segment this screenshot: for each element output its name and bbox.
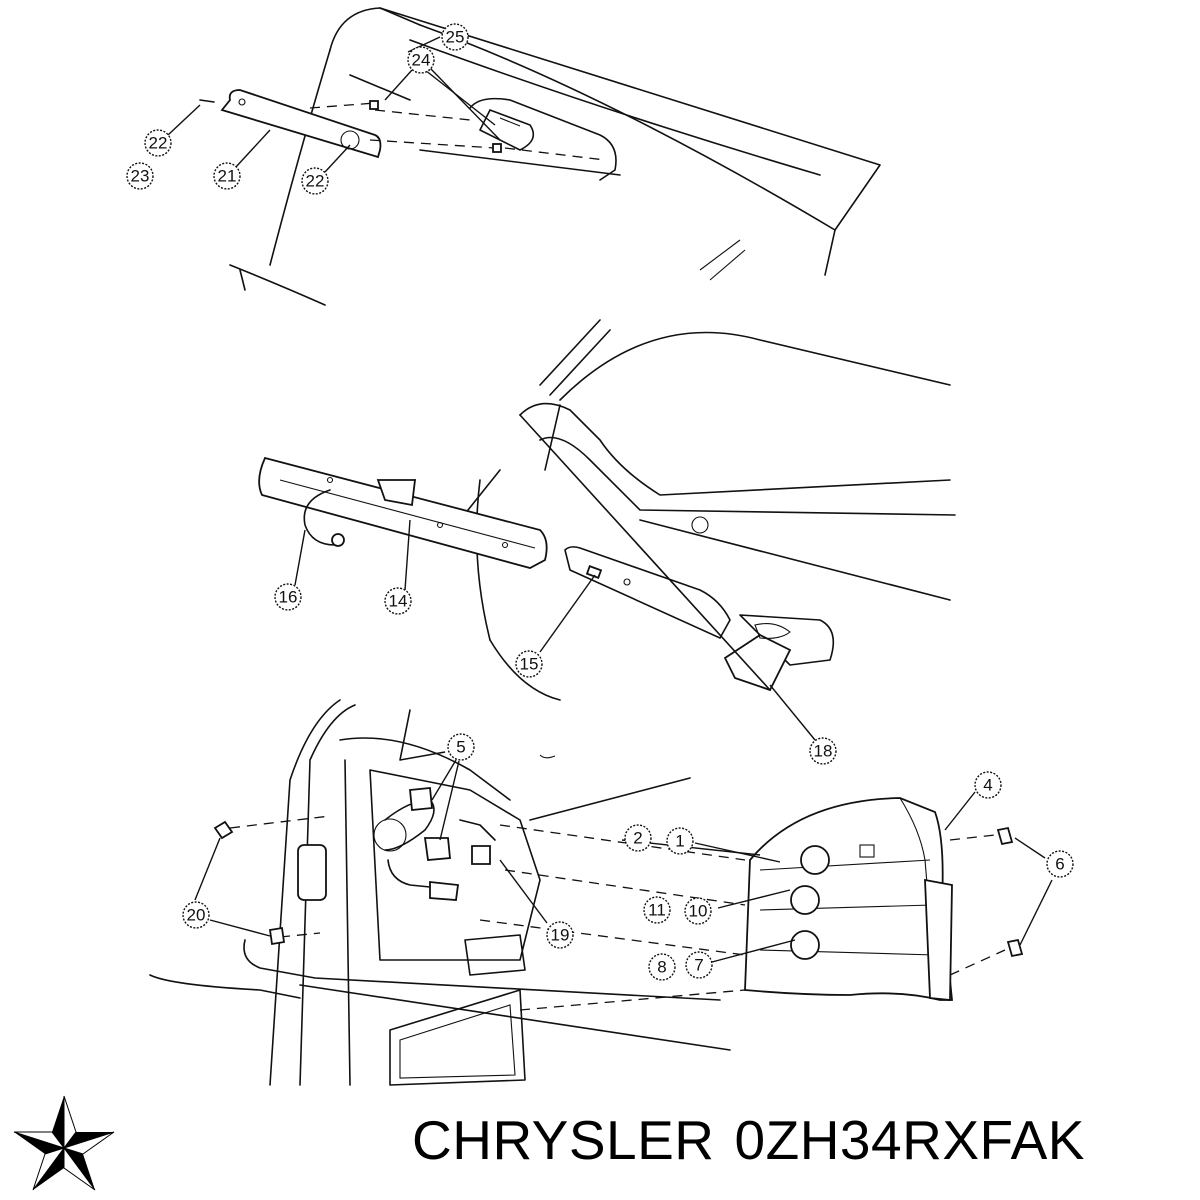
svg-text:1: 1 (675, 832, 684, 851)
callout-11: 11 (643, 896, 671, 924)
svg-text:14: 14 (389, 592, 408, 611)
callout-4: 4 (974, 771, 1002, 799)
tail-lamp-assembly (744, 797, 953, 1001)
leader-lines (167, 36, 1053, 963)
callout-8: 8 (648, 953, 676, 981)
callout-10: 10 (684, 897, 712, 925)
part-caption: CHRYSLER 0ZH34RXFAK (412, 1108, 1192, 1180)
part-number: 0ZH34RXFAK (734, 1109, 1085, 1171)
svg-text:21: 21 (218, 167, 237, 186)
svg-text:2: 2 (633, 829, 642, 848)
svg-text:23: 23 (131, 167, 150, 186)
callout-6: 6 (1046, 850, 1074, 878)
svg-text:19: 19 (551, 926, 570, 945)
chrysler-pentastar-icon (13, 1095, 115, 1191)
callout-7: 7 (685, 951, 713, 979)
svg-text:10: 10 (689, 902, 708, 921)
svg-text:15: 15 (520, 655, 539, 674)
callout-18: 18 (809, 737, 837, 765)
callout-2: 2 (624, 824, 652, 852)
svg-text:24: 24 (412, 51, 431, 70)
svg-text:16: 16 (279, 588, 298, 607)
callout-22-upper: 22 (144, 129, 172, 157)
svg-text:5: 5 (456, 738, 465, 757)
svg-text:8: 8 (657, 958, 666, 977)
callout-20: 20 (182, 901, 210, 929)
callout-1: 1 (666, 827, 694, 855)
brand-name: CHRYSLER (412, 1109, 715, 1171)
svg-text:20: 20 (187, 906, 206, 925)
callout-5: 5 (447, 733, 475, 761)
svg-text:25: 25 (446, 28, 465, 47)
svg-text:22: 22 (149, 134, 168, 153)
svg-text:11: 11 (648, 901, 666, 920)
liftgate-middle-section (258, 319, 956, 701)
callout-19: 19 (546, 921, 574, 949)
callout-21: 21 (213, 162, 241, 190)
svg-text:4: 4 (983, 776, 992, 795)
tail-lamp-section (149, 699, 1024, 1086)
callout-15: 15 (515, 650, 543, 678)
svg-text:7: 7 (694, 956, 703, 975)
callout-25: 25 (441, 23, 469, 51)
callout-24: 24 (407, 46, 435, 74)
callout-22-lower: 22 (301, 167, 329, 195)
callout-14: 14 (384, 587, 412, 615)
liftgate-top-section (199, 7, 881, 306)
callout-16: 16 (274, 583, 302, 611)
svg-text:22: 22 (306, 172, 325, 191)
svg-text:18: 18 (814, 742, 833, 761)
callout-23: 23 (126, 162, 154, 190)
svg-text:6: 6 (1055, 855, 1064, 874)
